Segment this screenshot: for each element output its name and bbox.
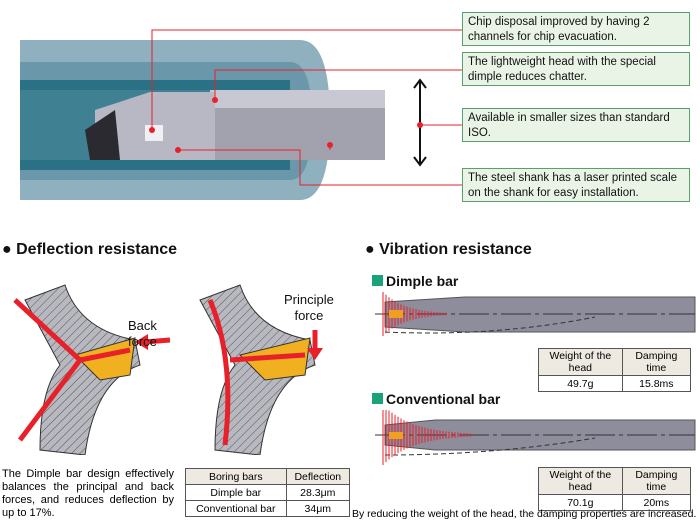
callout-steel-shank: The steel shank has a laser printed scal…	[462, 168, 690, 202]
callout-smaller-sizes: Available in smaller sizes than standard…	[462, 108, 690, 142]
conventional-bar-label: Conventional bar	[372, 391, 500, 407]
conventional-bar-vibration	[375, 410, 696, 465]
cell: 20ms	[621, 494, 692, 511]
vibration-title: ● Vibration resistance	[365, 241, 532, 258]
header-cell: Weight of the head	[538, 348, 623, 376]
dimple-bar-label-text: Dimple bar	[386, 273, 459, 289]
cell: Conventional bar	[185, 500, 287, 517]
cell: 15.8ms	[621, 375, 692, 392]
vibration-title-text: Vibration resistance	[379, 241, 532, 258]
square-icon	[372, 393, 383, 404]
back-force-label: Back force	[128, 318, 157, 349]
deflection-diagrams	[13, 284, 323, 455]
dimple-bar-label: Dimple bar	[372, 273, 458, 289]
deflection-title: ● Deflection resistance	[2, 241, 178, 258]
header-cell: Weight of the head	[538, 467, 623, 495]
header-cell: Damping time	[621, 467, 692, 495]
deflection-title-text: Deflection resistance	[16, 241, 178, 258]
dimple-bar-vibration	[375, 292, 696, 336]
square-icon	[372, 275, 383, 286]
boring-bar-illustration	[20, 29, 462, 200]
cell: 34μm	[285, 500, 351, 517]
header-cell: Boring bars	[185, 468, 287, 485]
deflection-description: The Dimple bar design effectively balanc…	[2, 468, 174, 519]
header-cell: Damping time	[621, 348, 692, 376]
cell: 49.7g	[538, 375, 623, 392]
callout-chip-disposal: Chip disposal improved by having 2 chann…	[462, 12, 690, 46]
cell: 28.3μm	[285, 484, 351, 501]
principle-force-label: Principle force	[284, 292, 334, 323]
header-cell: Deflection	[285, 468, 351, 485]
callout-lightweight-head: The lightweight head with the special di…	[462, 52, 690, 86]
cell: 70.1g	[538, 494, 623, 511]
conventional-bar-label-text: Conventional bar	[386, 391, 501, 407]
vibration-footer: By reducing the weight of the head, the …	[352, 508, 697, 520]
cell: Dimple bar	[185, 484, 287, 501]
